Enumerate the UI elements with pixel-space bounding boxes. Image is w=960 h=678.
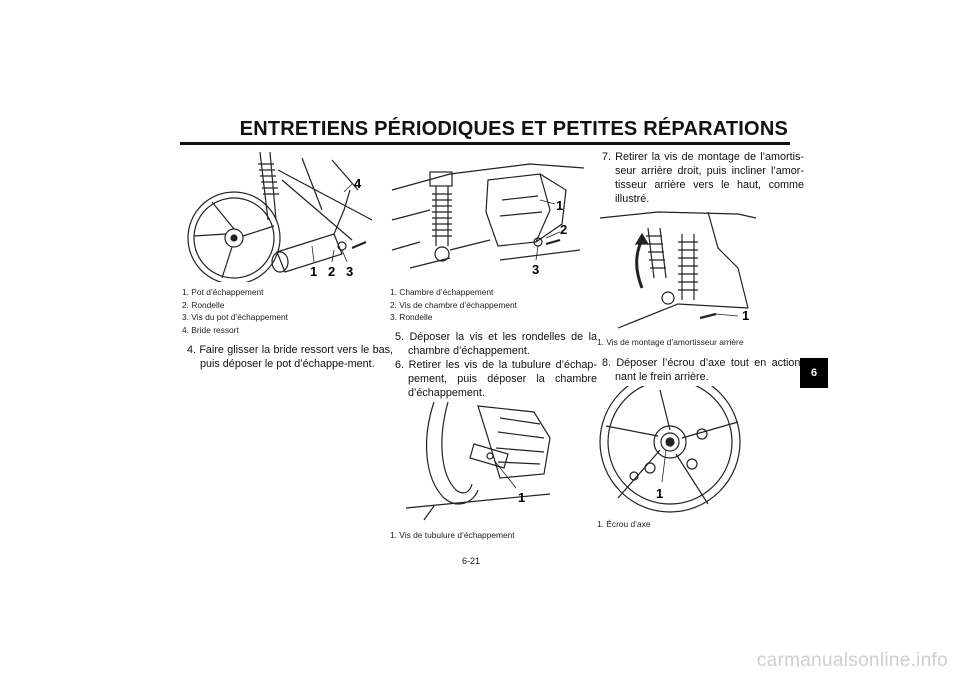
- caption-line: 3. Rondelle: [390, 312, 433, 322]
- figure-exhaust-pipe: 1 2 3 4: [182, 150, 378, 282]
- step-8: 8. Déposer l’écrou d’axe tout en action-…: [602, 357, 804, 383]
- step-6: 6. Retirer les vis de la tubulure d’écha…: [395, 359, 597, 399]
- callout-2: 2: [560, 222, 567, 237]
- step-7: 7. Retirer la vis de montage de l’amorti…: [602, 151, 804, 205]
- caption-line: 1. Vis de montage d’amortisseur arrière: [597, 337, 744, 347]
- figure-exhaust-tube-bolt: 1: [404, 398, 554, 524]
- caption-exhaust-tube-bolt: 1. Vis de tubulure d’échappement: [390, 529, 515, 542]
- figure-axle-nut: 1: [598, 386, 754, 514]
- caption-line: 2. Vis de chambre d’échappement: [390, 299, 517, 310]
- caption-axle-nut: 1. Écrou d’axe: [597, 518, 651, 531]
- callout-2: 2: [328, 264, 335, 279]
- callout-3: 3: [532, 262, 539, 277]
- caption-exhaust-chamber: 1. Chambre d’échappement 2. Vis de chamb…: [390, 286, 517, 324]
- header-rule: [180, 142, 790, 145]
- caption-line: 1. Pot d’échappement: [182, 287, 264, 297]
- callout-1: 1: [742, 308, 749, 323]
- caption-line: 2. Rondelle: [182, 299, 225, 310]
- callout-1: 1: [310, 264, 317, 279]
- step-4: 4. Faire glisser la bride ressort vers l…: [187, 344, 393, 370]
- callout-4: 4: [354, 176, 362, 191]
- caption-line: 1. Écrou d’axe: [597, 519, 651, 529]
- caption-line: 3. Vis du pot d’échappement: [182, 312, 289, 322]
- step-5: 5. Déposer la vis et les rondelles de la…: [395, 331, 597, 357]
- callout-1: 1: [556, 198, 563, 213]
- caption-shock-absorber: 1. Vis de montage d’amortisseur arrière: [597, 336, 743, 349]
- callout-1: 1: [656, 486, 663, 501]
- page-number: 6-21: [462, 556, 481, 566]
- caption-line: 4. Bride ressort: [182, 324, 239, 335]
- callout-3: 3: [346, 264, 353, 279]
- watermark: carmanualsonline.info: [756, 650, 948, 671]
- page-title: ENTRETIENS PÉRIODIQUES ET PETITES RÉPARA…: [239, 118, 788, 140]
- figure-exhaust-chamber: 1 2 3: [390, 150, 586, 282]
- caption-line: 1. Vis de tubulure d’échappement: [390, 530, 515, 540]
- chapter-tab: 6: [800, 358, 828, 388]
- caption-line: 1. Chambre d’échappement: [390, 287, 494, 297]
- caption-exhaust-pipe: 1. Pot d’échappement 2. Rondelle 3. Vis …: [182, 286, 288, 336]
- callout-1: 1: [518, 490, 525, 505]
- figure-shock-absorber: 1: [598, 208, 758, 330]
